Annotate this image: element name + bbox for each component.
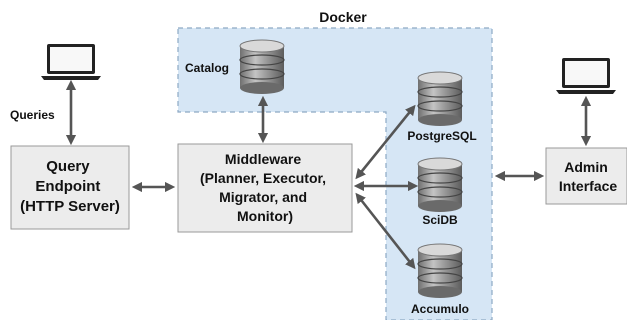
docker-label: Docker xyxy=(319,9,367,25)
query-endpoint-box: Query Endpoint (HTTP Server) xyxy=(10,145,130,230)
query-endpoint-line: Endpoint xyxy=(35,178,100,195)
admin-interface-box: Admin Interface xyxy=(545,147,627,205)
admin-interface-line: Admin xyxy=(564,159,608,175)
queries-label: Queries xyxy=(10,108,55,122)
arrow-middleware-accumulo xyxy=(355,192,416,270)
database-icon xyxy=(417,243,463,299)
accumulo-label: Accumulo xyxy=(411,302,469,316)
admin-interface-line: Interface xyxy=(559,178,618,194)
middleware-box: Middleware (Planner, Executor, Migrator,… xyxy=(177,143,353,233)
database-icon xyxy=(417,71,463,127)
query-endpoint-line: Query xyxy=(46,158,90,175)
query-endpoint-line: (HTTP Server) xyxy=(20,198,120,215)
svg-text:Middleware (Planner, Exe: Middleware (Planner, Executor, Migrator,… xyxy=(200,151,330,224)
arrow-middleware-postgresql xyxy=(355,104,416,180)
svg-text:Admin Interface: Admin Interface xyxy=(559,159,618,194)
scidb-label: SciDB xyxy=(422,213,458,227)
middleware-line: Middleware xyxy=(225,151,301,167)
database-icon xyxy=(417,157,463,213)
middleware-line: Migrator, and xyxy=(219,189,307,205)
middleware-line: Monitor) xyxy=(237,208,293,224)
postgresql-label: PostgreSQL xyxy=(407,129,476,143)
laptop-icon xyxy=(556,58,616,94)
laptop-icon xyxy=(41,44,101,80)
svg-text:Query Endpoint (HT: Query Endpoint (HTTP Server) xyxy=(20,158,120,215)
middleware-line: (Planner, Executor, xyxy=(200,170,326,186)
database-icon xyxy=(239,39,285,95)
catalog-label: Catalog xyxy=(185,61,229,75)
